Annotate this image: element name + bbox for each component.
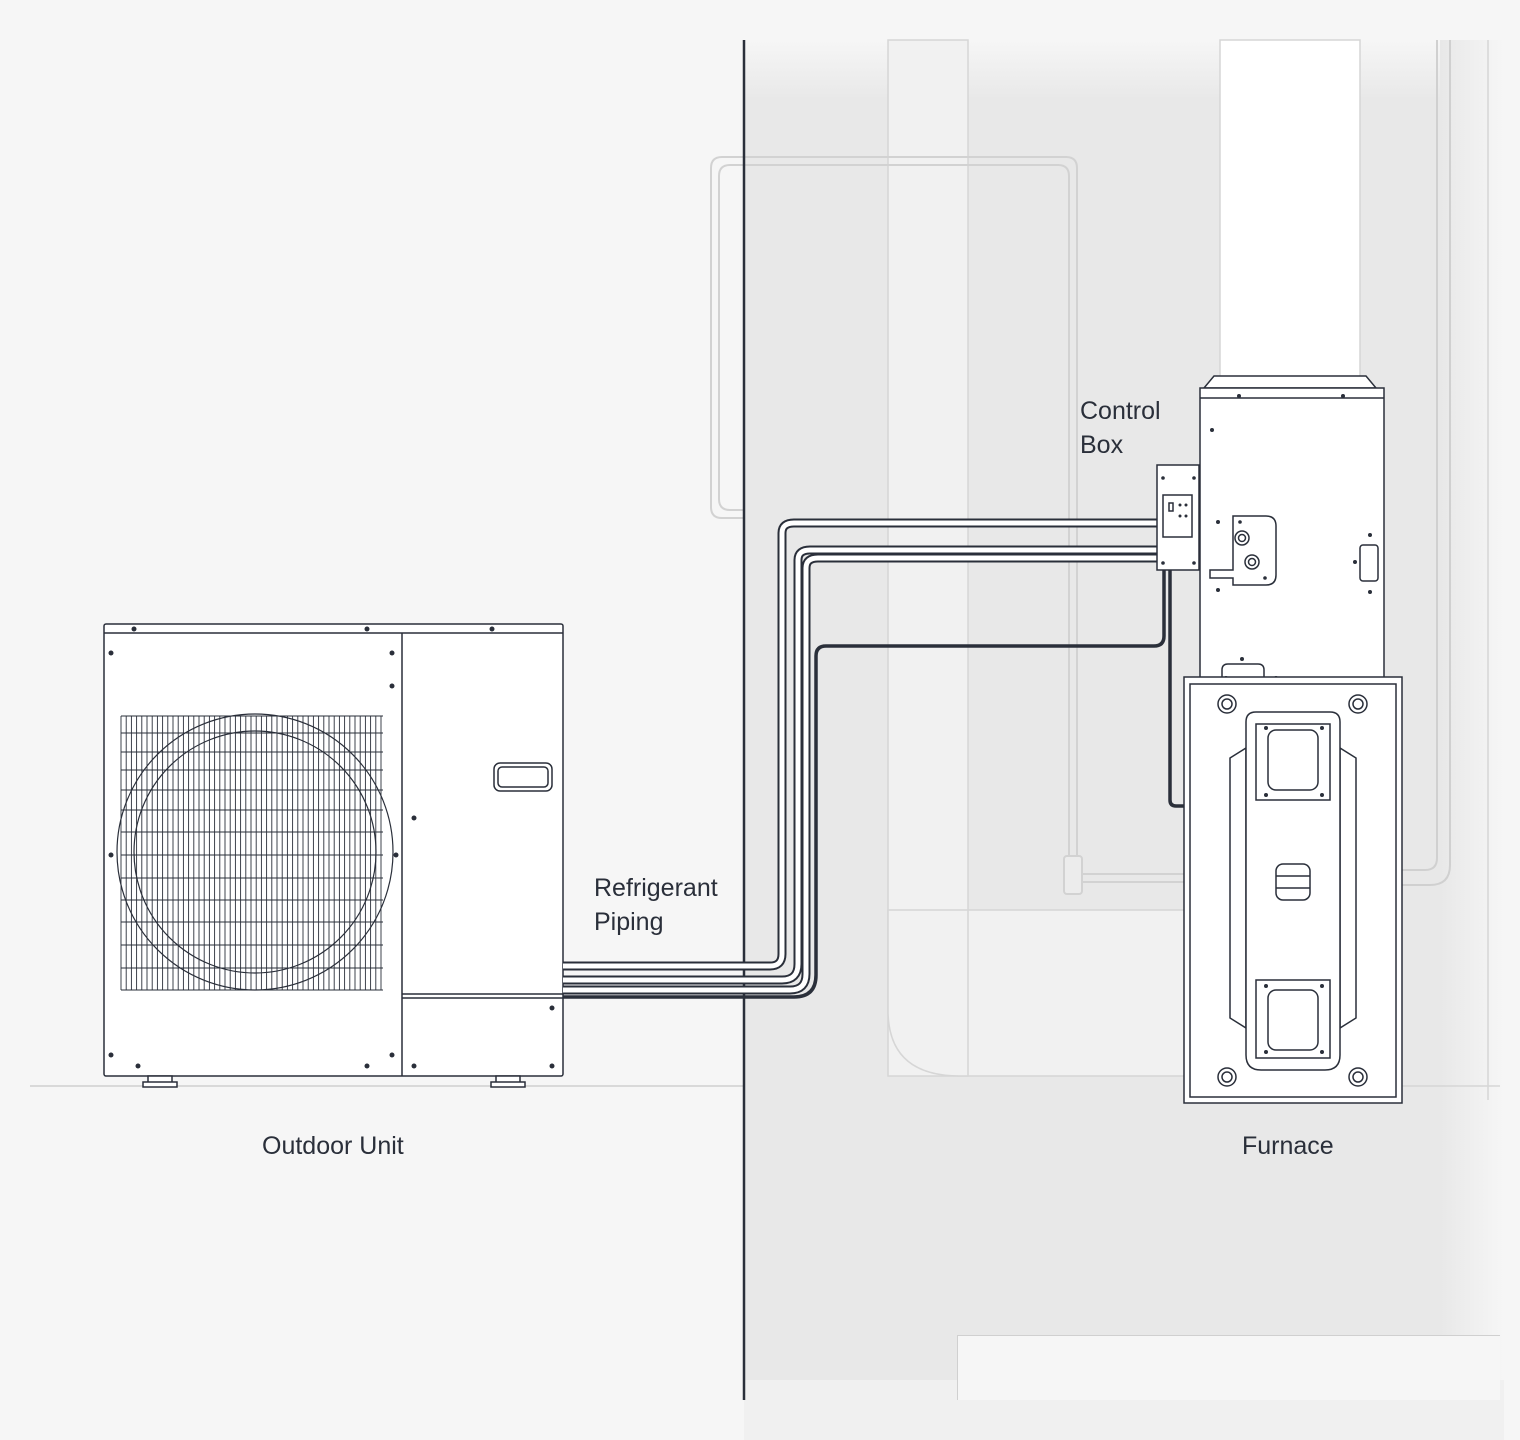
control-box-label: Control Box: [1080, 394, 1161, 462]
furnace-coil-cabinet: [1199, 375, 1385, 687]
ghost-pipe-loop: [710, 156, 1186, 895]
control-box-label-line-2: Box: [1080, 431, 1124, 459]
control-box: [1156, 464, 1200, 571]
refrigerant-piping-label-line-2: Piping: [594, 908, 664, 936]
control-box-label-line-1: Control: [1080, 397, 1161, 425]
furnace-label: Furnace: [1242, 1132, 1334, 1160]
furnace-body: [1183, 676, 1403, 1104]
refrigerant-piping: [563, 518, 1256, 999]
outdoor-unit-screws: [108, 626, 555, 1069]
outdoor-unit: [103, 623, 564, 1088]
refrigerant-piping-label-line-1: Refrigerant: [594, 874, 718, 902]
refrigerant-piping-label: Refrigerant Piping: [594, 871, 718, 939]
outdoor-unit-label: Outdoor Unit: [262, 1132, 404, 1160]
fan-grill: [116, 713, 394, 991]
